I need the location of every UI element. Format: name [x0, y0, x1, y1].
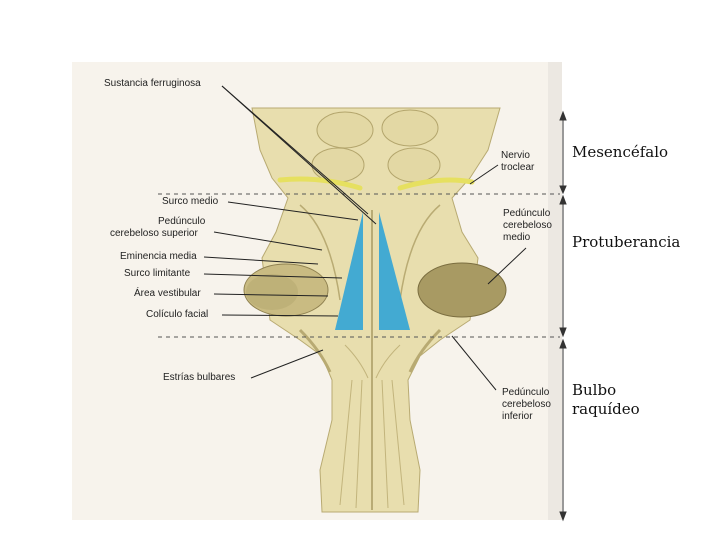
label-eminencia-media: Eminencia media: [120, 251, 197, 262]
region-protuberancia: Protuberancia: [572, 233, 681, 251]
region-bulbo-raquideo: Bulbo raquídeo: [572, 381, 640, 418]
inferior-peduncle-right: [408, 328, 442, 373]
label-estrias-bulbares: Estrías bulbares: [163, 372, 236, 383]
superior-peduncle-right: [399, 204, 441, 301]
label-surco-limitante: Surco limitante: [124, 268, 191, 279]
highlight-triangle-right: [379, 212, 410, 330]
superior-peduncle-left: [299, 204, 341, 301]
trochlear-nerve-left: [277, 176, 363, 191]
region-mesencefalo: Mesencéfalo: [572, 143, 669, 161]
brainstem-body: [251, 107, 501, 513]
label-area-vestibular: Área vestibular: [134, 288, 201, 299]
middle-peduncle-right: [417, 262, 507, 318]
label-pedunculo-superior-line1: Pedúnculo: [158, 216, 206, 227]
label-pedunculo-superior-line2: cerebeloso superior: [110, 228, 198, 239]
trochlear-nerve-right: [397, 177, 475, 191]
medulla-striations: [339, 344, 405, 509]
inferior-peduncle-left: [298, 328, 332, 373]
label-surco-medio: Surco medio: [162, 196, 219, 207]
page-edge: [548, 62, 562, 520]
label-pedunculo-medio: Pedúnculo cerebeloso medio: [503, 208, 552, 243]
label-pedunculo-inferior: Pedúnculo cerebeloso inferior: [502, 387, 551, 422]
label-nervio-troclear: Nervio troclear: [501, 150, 535, 173]
label-coliculo-facial: Colículo facial: [146, 309, 209, 320]
label-sustancia-ferruginosa: Sustancia ferruginosa: [104, 78, 201, 89]
highlight-triangle-left: [335, 212, 363, 330]
middle-peduncle-left-inner: [246, 274, 298, 310]
leader-lines: [203, 85, 527, 391]
region-brackets: [559, 110, 567, 522]
colliculi: [311, 109, 441, 183]
